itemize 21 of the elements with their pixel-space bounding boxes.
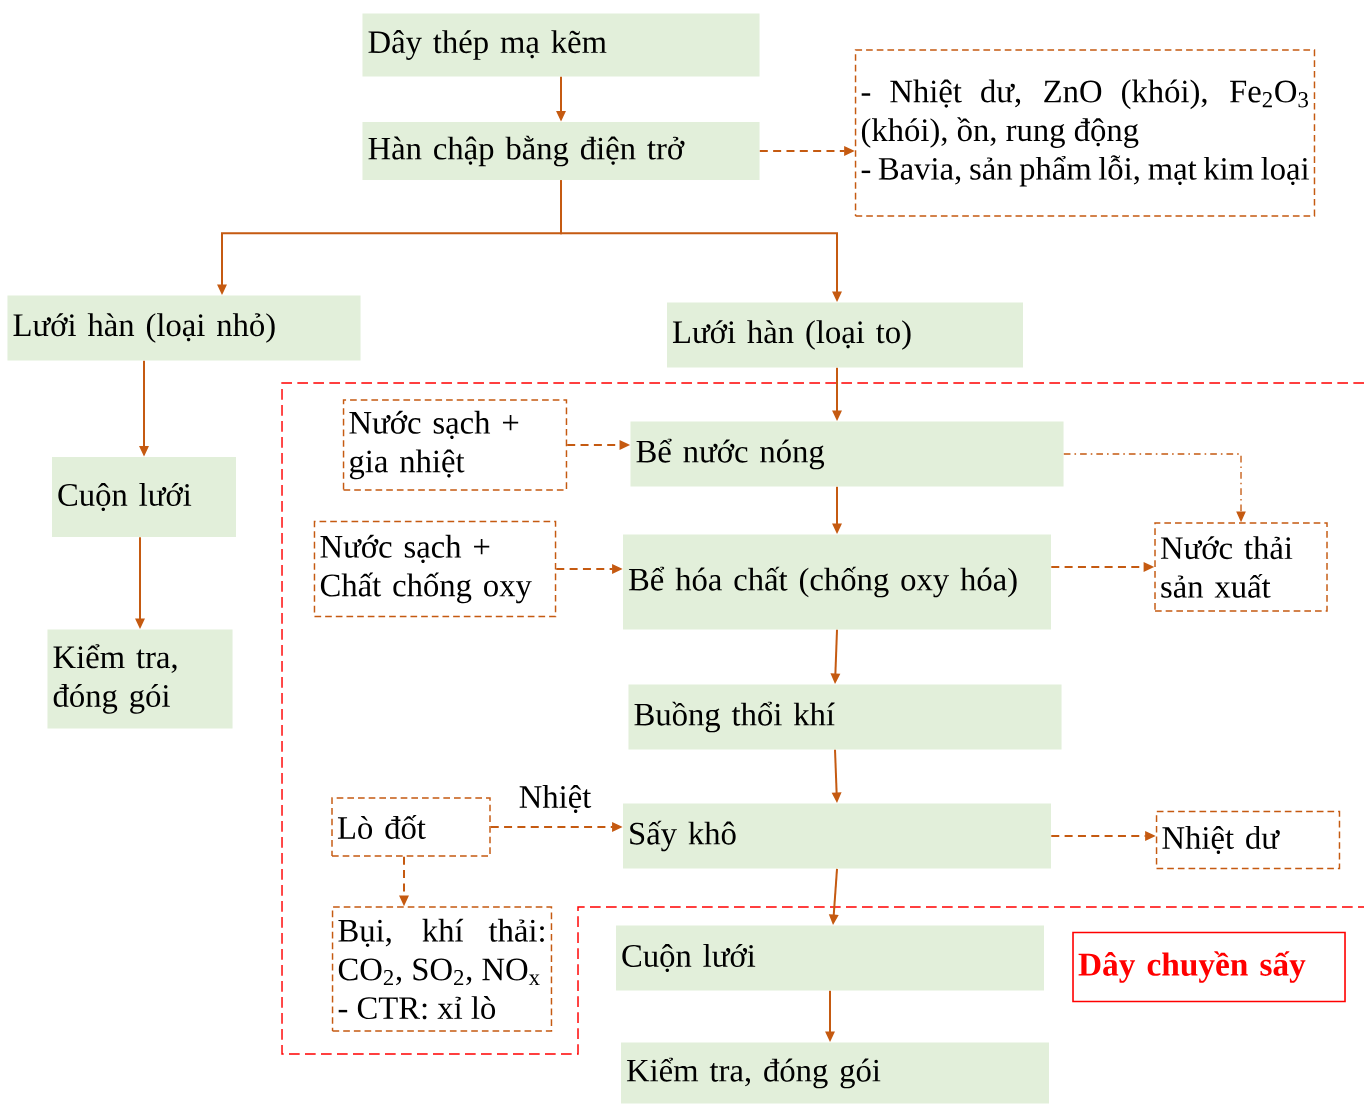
input-box: Lò đốt	[331, 797, 491, 857]
process-box: Buồng thổi khí	[628, 684, 1062, 750]
process-box: Kiểm tra, đóng gói	[621, 1042, 1049, 1104]
edge-label: Nhiệt	[517, 783, 593, 815]
input-box: Nước sạch + gia nhiệt	[342, 399, 568, 491]
process-box: Cuộn lưới	[52, 457, 236, 537]
input-box: Nước sạch + Chất chống oxy	[313, 520, 557, 618]
process-box: Kiểm tra, đóng gói	[47, 629, 233, 729]
process-box: Bể hóa chất (chống oxy hóa)	[623, 534, 1051, 630]
process-box: Lưới hàn (loại to)	[667, 302, 1023, 368]
output-box: Nước thải sản xuất	[1154, 522, 1328, 612]
process-box: Cuộn lưới	[616, 925, 1044, 991]
process-box: Hàn chập bằng điện trở	[362, 122, 760, 180]
output-box: Bụi, khí thải: CO$_{2}$, SO$_{2}$, NO$_{x}$ - CTR: xỉ lò	[331, 906, 553, 1032]
section-title-box: Dây chuyền sấy	[1072, 931, 1346, 1003]
output-box: - Nhiệt dư, ZnO (khói), Fe$_{2}$O$_{3}$ (khói), ồn, rung động - Bavia, sản phẩm lỗi, mạt kim loại	[854, 49, 1316, 217]
process-box: Sấy khô	[623, 803, 1051, 869]
process-box: Bể nước nóng	[630, 421, 1064, 487]
output-box: Nhiệt dư	[1155, 810, 1341, 870]
process-box: Dây thép mạ kẽm	[362, 13, 760, 77]
process-box: Lưới hàn (loại nhỏ)	[7, 295, 361, 361]
